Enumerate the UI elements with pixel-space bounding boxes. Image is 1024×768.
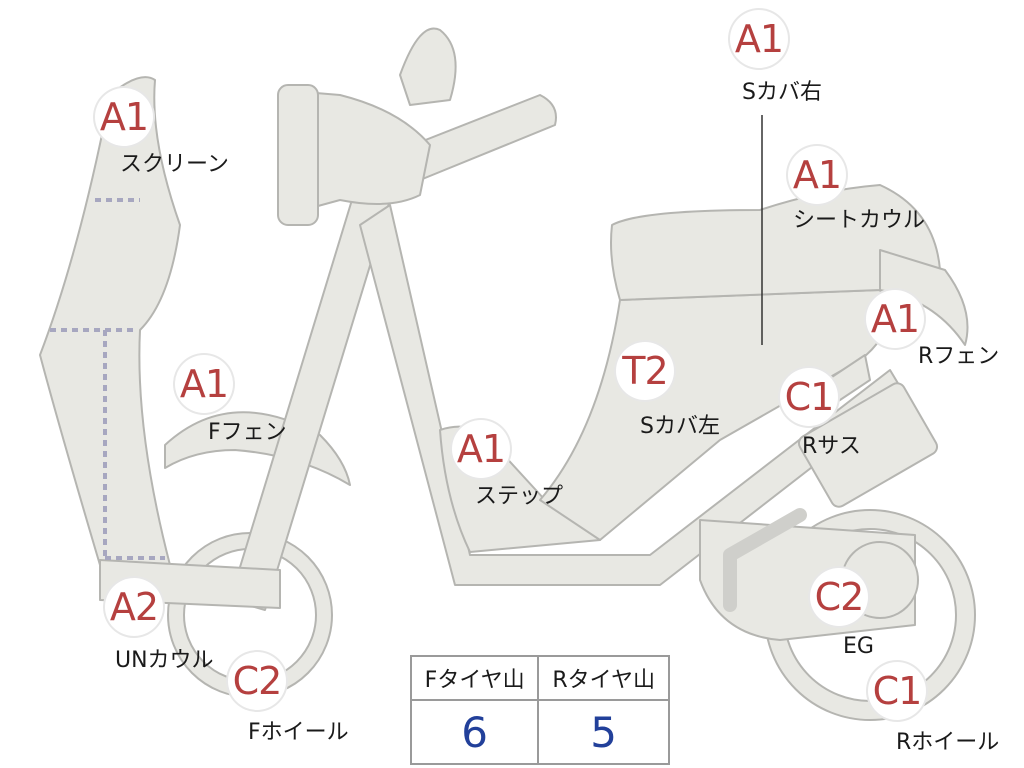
part-label-f-wheel: Fホイール [248, 720, 349, 745]
main-frame-shape [359, 204, 906, 586]
part-label-s-cover-left: Sカバ左 [640, 414, 720, 439]
part-label-r-wheel: Rホイール [896, 730, 1000, 755]
part-label-under-cowl: UNカウル [115, 648, 214, 673]
rear-tire-header: Rタイヤ山 [537, 655, 670, 701]
part-label-r-fender: Rフェン [918, 344, 1000, 369]
rank-badge-r-wheel: C1 [868, 662, 926, 720]
rank-badge-under-cowl: A2 [105, 578, 163, 636]
rank-badge-s-cover-left: T2 [616, 342, 674, 400]
part-label-seat-cowl: シートカウル [793, 208, 926, 233]
rank-badge-r-fender: A1 [866, 290, 924, 348]
rank-badge-f-wheel: C2 [228, 652, 286, 710]
part-label-s-cover-right: Sカバ右 [742, 80, 822, 105]
handlebar-shape [399, 94, 557, 181]
rank-badge-s-cover-right: A1 [730, 10, 788, 68]
part-label-step: ステップ [475, 484, 564, 509]
part-label-engine: EG [843, 634, 874, 659]
front-tire-value: 6 [409, 699, 540, 765]
rank-badge-screen: A1 [95, 88, 153, 146]
part-label-screen: スクリーン [120, 152, 229, 177]
rear-tire-value: 5 [537, 699, 670, 765]
headlight-shape [399, 27, 457, 106]
rank-badge-r-suspension: C1 [780, 368, 838, 426]
part-label-f-fender: Fフェン [208, 420, 287, 445]
part-label-r-suspension: Rサス [802, 434, 861, 459]
tire-tread-table: Fタイヤ山 Rタイヤ山 6 5 [409, 655, 670, 765]
rank-badge-f-fender: A1 [175, 355, 233, 413]
leg-shield-shape [39, 76, 181, 566]
rank-badge-seat-cowl: A1 [788, 146, 846, 204]
rank-badge-engine: C2 [810, 568, 868, 626]
front-tire-header: Fタイヤ山 [409, 655, 540, 701]
front-fork-shape [229, 189, 391, 611]
seat-shape [610, 184, 941, 301]
rank-badge-step: A1 [452, 420, 510, 478]
